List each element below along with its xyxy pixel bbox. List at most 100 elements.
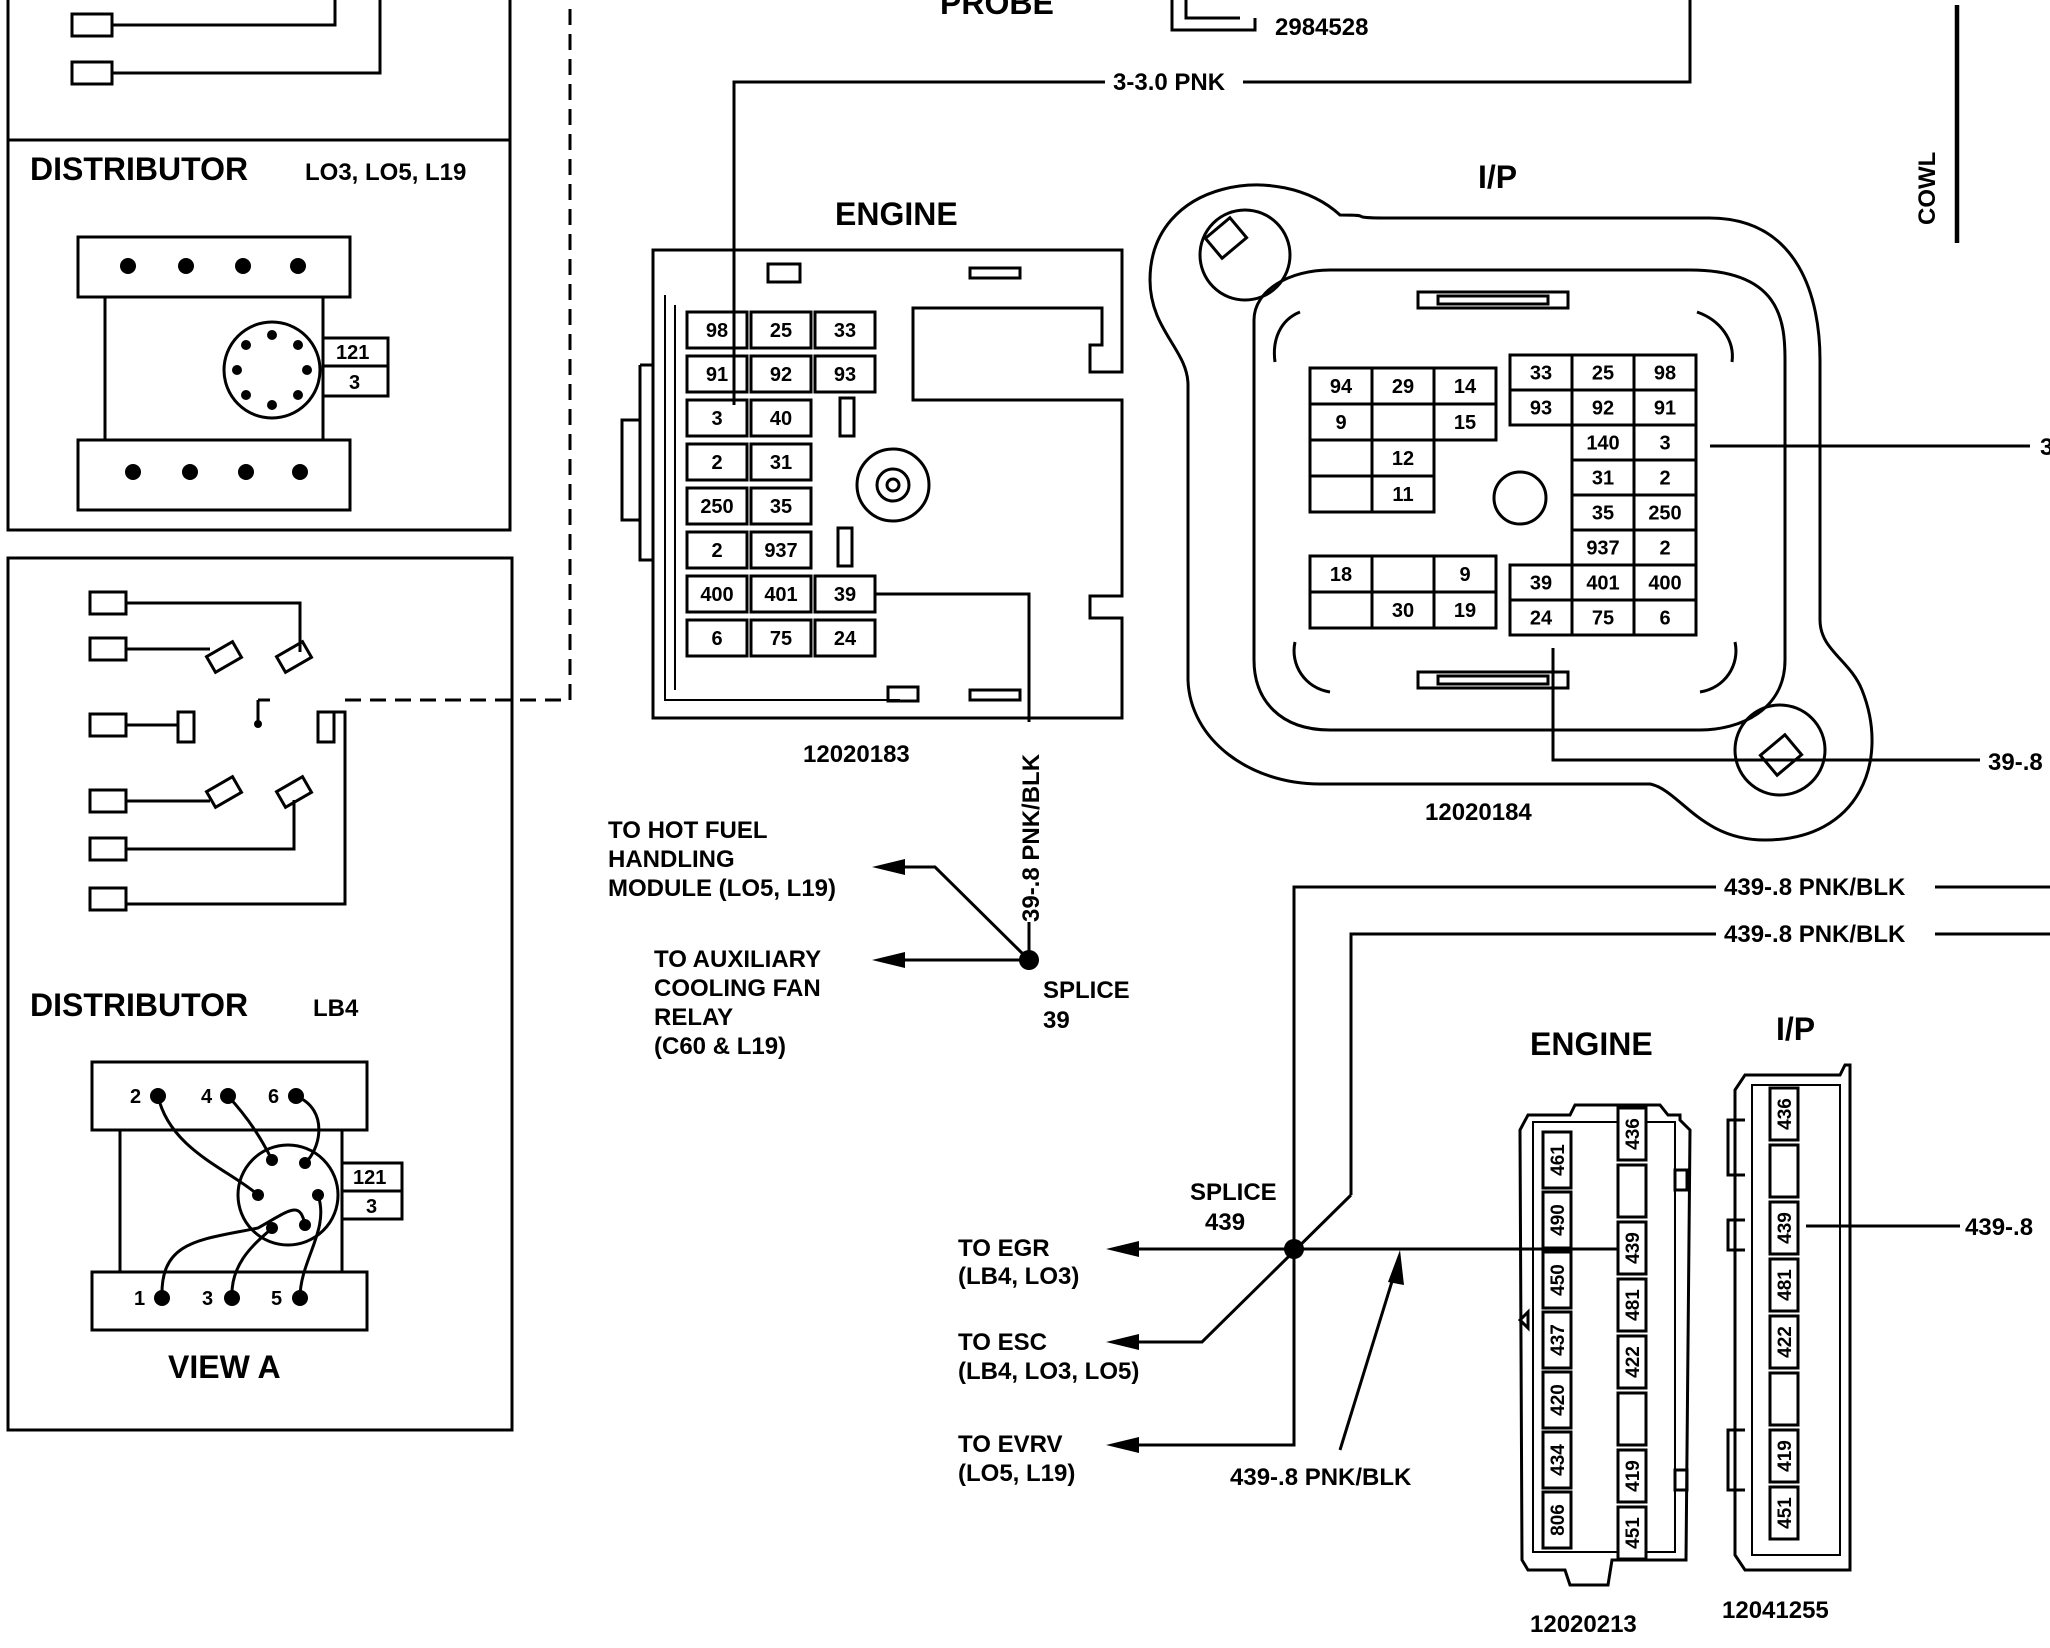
engine-pin-4-1-label: 35 <box>770 496 792 518</box>
splice-439 <box>1106 1193 1640 1453</box>
ip2-pin-5 <box>1768 1371 1800 1427</box>
ip-pin-3-0-label: 31 <box>1592 468 1614 490</box>
splice-439-number: 439 <box>1205 1209 1245 1236</box>
esc-line-0: TO ESC <box>958 1329 1047 1356</box>
ip-pin-6-1-label: 401 <box>1586 573 1619 595</box>
engine-connector-title: ENGINE <box>835 196 958 232</box>
ip-left-empty-0 <box>1308 438 1374 478</box>
engine-pin-0-0: 98 <box>685 310 749 350</box>
probe-part-number: 2984528 <box>1275 14 1368 41</box>
ip-left-pin-6-label: 11 <box>1392 484 1413 506</box>
probe-label: PROBE <box>940 0 1054 21</box>
distributor-top-tab-121: 121 <box>336 342 369 364</box>
engine-pin-1-1-label: 92 <box>770 364 792 386</box>
ip2-pin-0-label: 436 <box>1775 1098 1796 1130</box>
engine-pin-7-1: 75 <box>749 618 813 658</box>
engine-pin-6-0-label: 400 <box>700 584 733 606</box>
ip2-pin-1 <box>1768 1143 1800 1199</box>
distributor-top-tab-3: 3 <box>349 372 360 394</box>
engine-pin-4-0-label: 250 <box>700 496 733 518</box>
engine-pin-2-1-label: 40 <box>770 408 792 430</box>
ip-left-pin-5: 12 <box>1370 438 1436 478</box>
engine-pin-0-1-label: 25 <box>770 320 792 342</box>
engine2-right-pin-4: 422 <box>1616 1334 1648 1390</box>
ip-pin-1-2: 91 <box>1632 388 1698 427</box>
engine-pin-6-0: 400 <box>685 574 749 614</box>
engine2-left-pin-5: 434 <box>1541 1430 1573 1490</box>
engine2-left-pin-6: 806 <box>1541 1490 1573 1550</box>
ip-left-pin-3: 9 <box>1308 402 1374 442</box>
distributor-lb4-title: DISTRIBUTOR <box>30 987 248 1023</box>
engine-pin-0-2: 33 <box>813 310 877 350</box>
ip-pin-1-0-label: 93 <box>1530 398 1552 420</box>
distributor-lb4-tab-3: 3 <box>366 1196 377 1218</box>
ip-pin-1-1: 92 <box>1570 388 1636 427</box>
engine2-right-pin-7-label: 451 <box>1623 1517 1644 1549</box>
ip2-pin-6: 419 <box>1768 1428 1800 1484</box>
distributor-top-options: LO3, LO5, L19 <box>305 159 466 186</box>
ip-connector-part: 12020184 <box>1425 799 1532 826</box>
ip-pin-5-0: 937 <box>1570 528 1636 567</box>
engine2-right-pin-5 <box>1616 1391 1648 1447</box>
engine-pin-3-1: 31 <box>749 442 813 482</box>
ip2-pin-6-label: 419 <box>1775 1440 1796 1472</box>
hot-fuel-line-2: MODULE (LO5, L19) <box>608 875 836 902</box>
engine2-left-pin-4: 420 <box>1541 1370 1573 1430</box>
ip-pin-7-2-label: 6 <box>1659 608 1670 630</box>
wire-3-label: 3-3.0 PNK <box>1113 69 1226 96</box>
lb4-pin-top-1: 4 <box>201 1086 213 1108</box>
engine-pin-7-2-label: 24 <box>834 628 857 650</box>
ip2-pin-4: 422 <box>1768 1314 1800 1370</box>
wire-3-continuation <box>1243 0 1692 84</box>
ip-pin-1-1-label: 92 <box>1592 398 1614 420</box>
distributor-lb4-tab-121: 121 <box>353 1167 386 1189</box>
ip-left-pin-6: 11 <box>1370 474 1436 514</box>
wire-3-right-cut: 3 <box>2040 434 2050 461</box>
engine2-right-pin-4-label: 422 <box>1623 1346 1644 1378</box>
distributor-lb4-panel: DISTRIBUTOR LB4 2 4 6 1 3 5 12 <box>6 0 572 1432</box>
ip-pin-4-1: 250 <box>1632 493 1698 532</box>
ip-lower-empty-0 <box>1370 554 1436 594</box>
engine2-right-pin-0: 436 <box>1616 1106 1648 1162</box>
ip-left-empty-1 <box>1308 474 1374 514</box>
ip-pin-6-2-label: 400 <box>1648 573 1681 595</box>
ip-lower-pin-3: 19 <box>1432 590 1498 630</box>
engine-pin-7-2: 24 <box>813 618 877 658</box>
engine2-right-pin-0-label: 436 <box>1623 1118 1644 1150</box>
engine-pin-5-0: 2 <box>685 530 749 570</box>
ip-pin-7-0: 24 <box>1508 598 1574 637</box>
ip-pin-0-1: 25 <box>1570 353 1636 392</box>
ip-connector-title: I/P <box>1478 159 1517 195</box>
engine-pin-2-0-label: 3 <box>711 408 722 430</box>
wire-439-right-cut: 439-.8 <box>1965 1214 2033 1241</box>
ip-pin-5-1: 2 <box>1632 528 1698 567</box>
splice-39 <box>872 859 1039 970</box>
ip-pin-5-0-label: 937 <box>1586 538 1619 560</box>
ip-pin-3-0: 31 <box>1570 458 1636 497</box>
ip-connector2-title: I/P <box>1776 1011 1815 1047</box>
ip-connector2-body <box>1726 1063 1852 1572</box>
ip-pin-5-1-label: 2 <box>1659 538 1670 560</box>
ip-lower-pin-2: 30 <box>1370 590 1436 630</box>
lb4-pin-bottom-2: 5 <box>271 1288 282 1310</box>
ip-lower-pin-1-label: 9 <box>1459 564 1470 586</box>
ip2-pin-4-label: 422 <box>1775 1326 1796 1358</box>
engine2-left-pin-0-label: 461 <box>1548 1144 1569 1176</box>
splice-39-label: SPLICE <box>1043 977 1130 1004</box>
engine-pin-6-2: 39 <box>813 574 877 614</box>
ip2-pin-3: 481 <box>1768 1257 1800 1313</box>
engine-pin-0-1: 25 <box>749 310 813 350</box>
evrv-line-1: (LO5, L19) <box>958 1460 1075 1487</box>
ip-left-pin-5-label: 12 <box>1392 448 1414 470</box>
hot-fuel-line-1: HANDLING <box>608 846 735 873</box>
ip-pin-2-0: 140 <box>1570 423 1636 462</box>
ip-pin-0-2-label: 98 <box>1654 363 1676 385</box>
engine-pin-1-2: 93 <box>813 354 877 394</box>
ip-pin-6-0-label: 39 <box>1530 573 1552 595</box>
distributor-top-title: DISTRIBUTOR <box>30 151 248 187</box>
engine2-right-pin-2: 439 <box>1616 1220 1648 1276</box>
